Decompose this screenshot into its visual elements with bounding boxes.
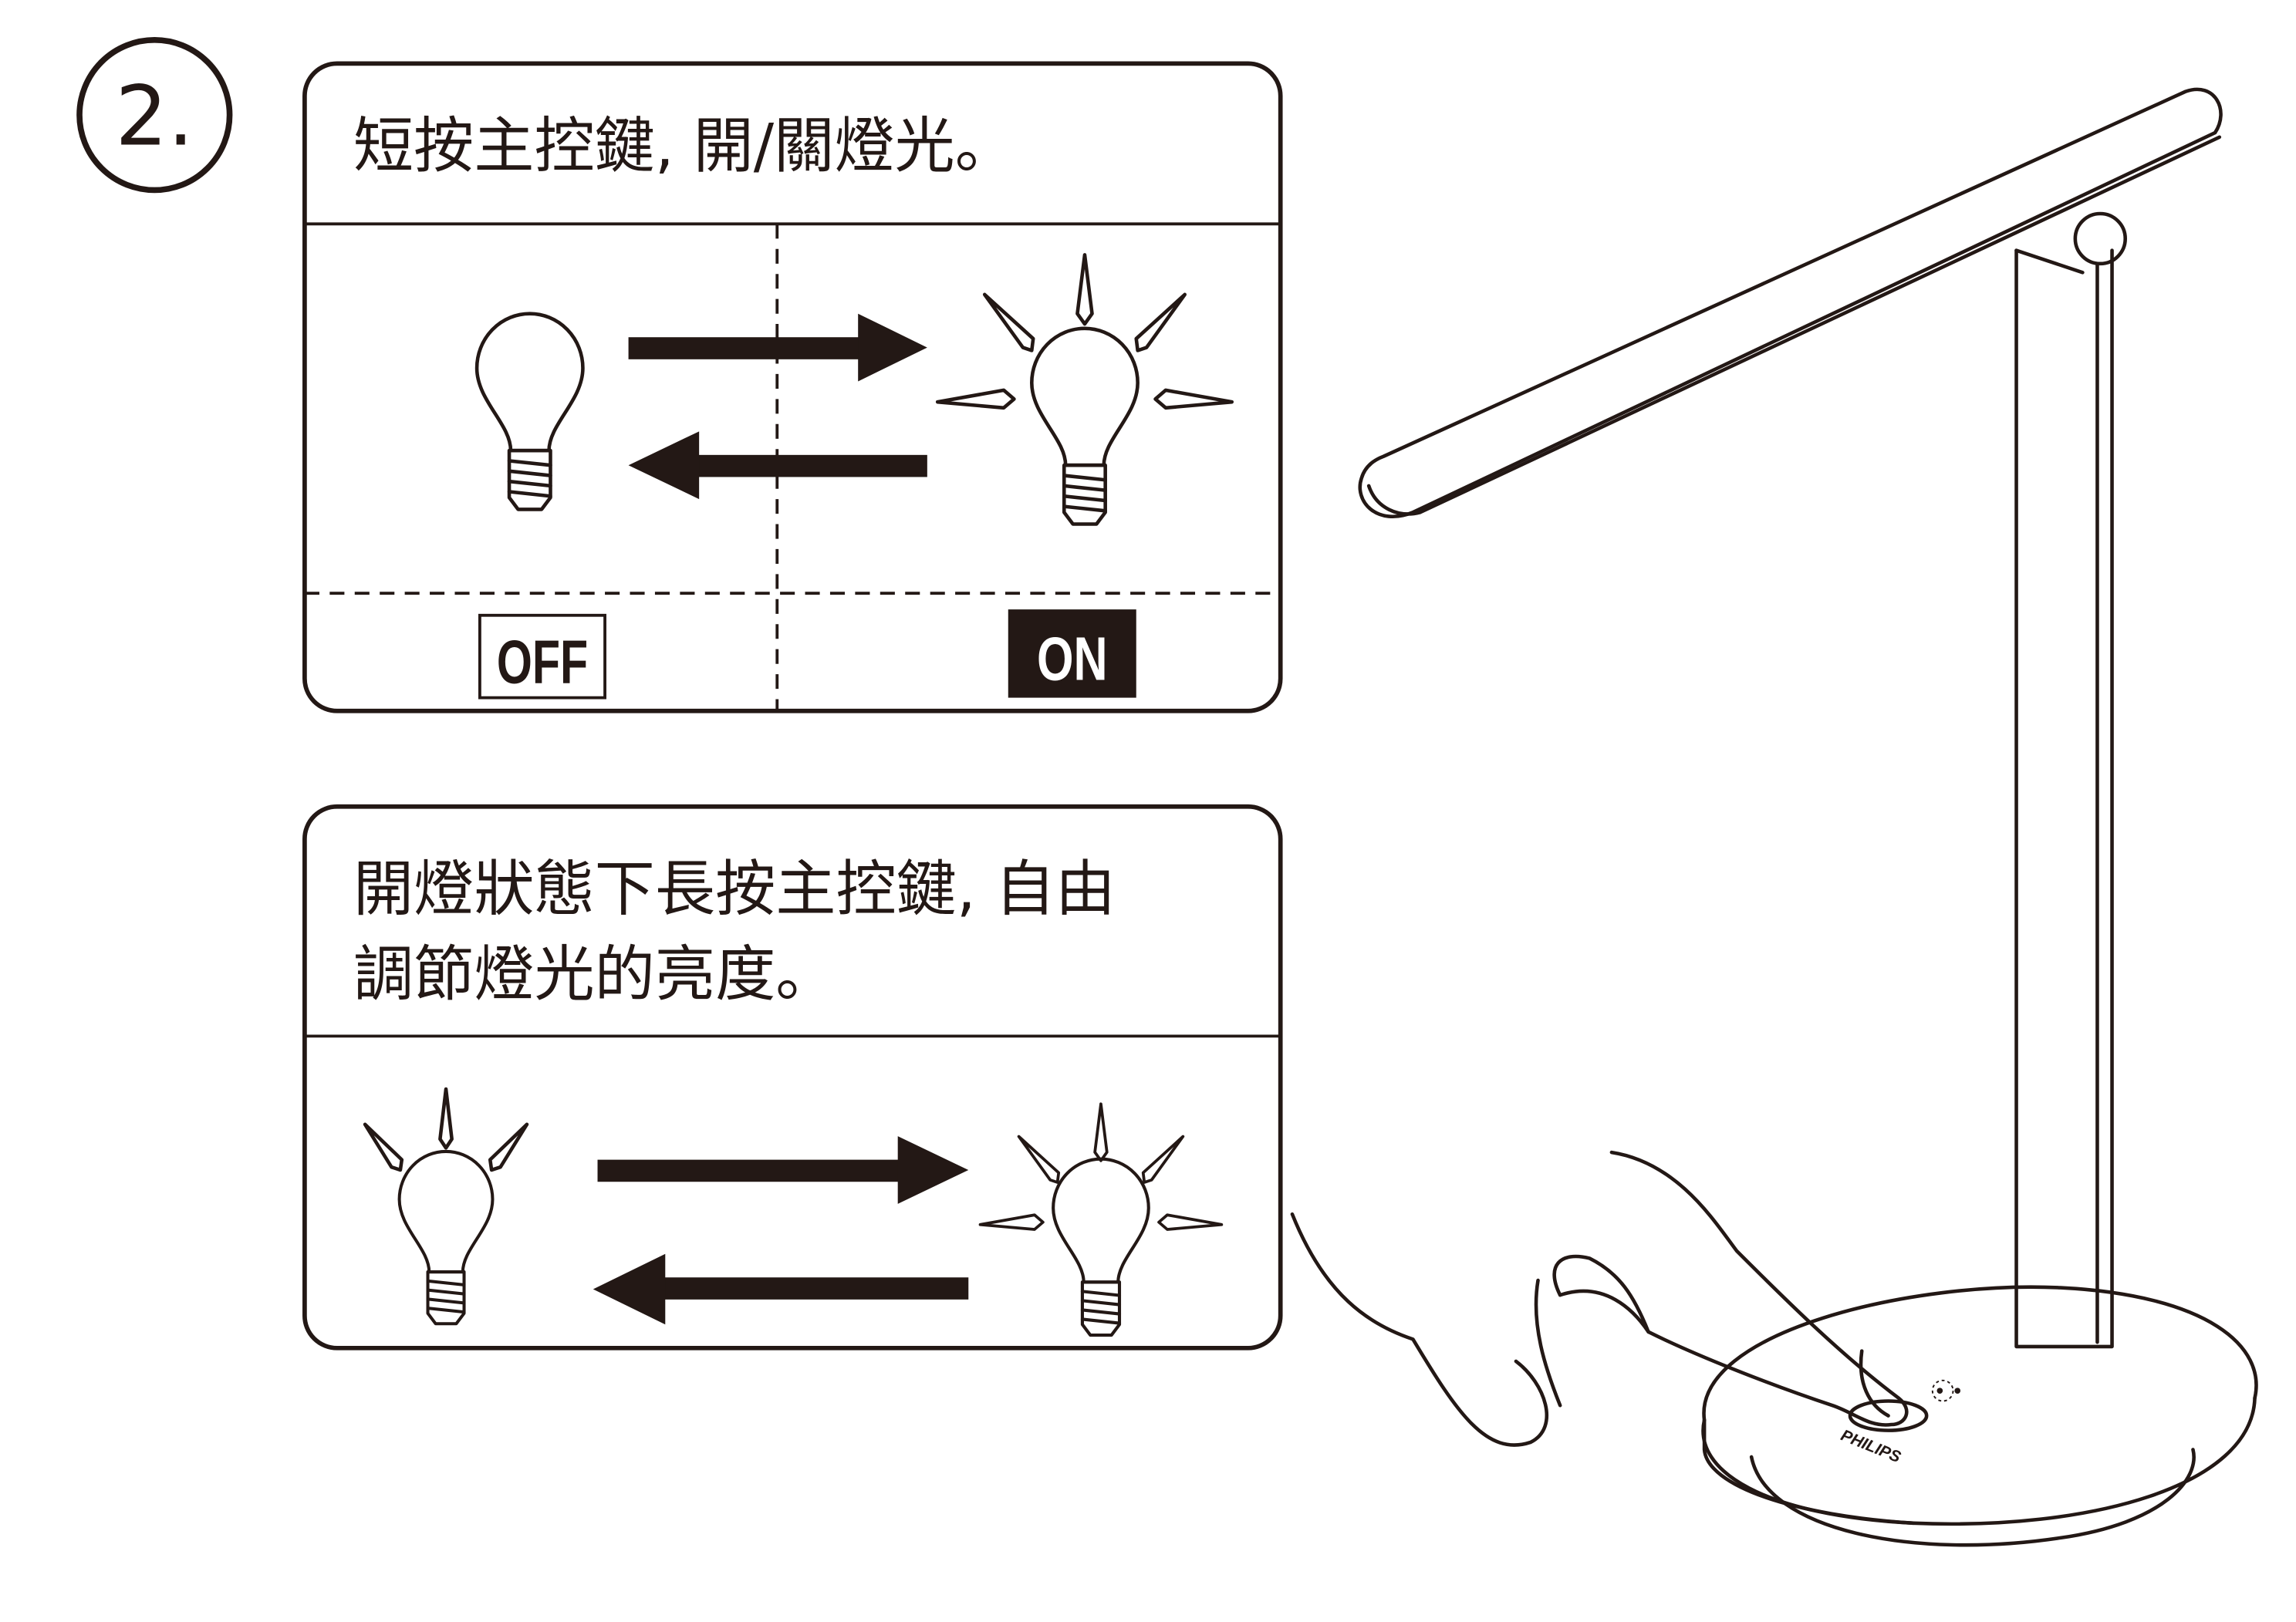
dimming-instruction-line1: 開燈狀態下長按主控鍵, 自由 xyxy=(353,854,1116,924)
arrow-left-icon xyxy=(628,431,927,500)
light-rays-dim-icon xyxy=(365,1089,527,1170)
dimming-panel: 開燈狀態下長按主控鍵, 自由 調節燈光的亮度。 xyxy=(302,804,1283,1351)
lamp-base xyxy=(1701,1285,2258,1547)
off-label: OFF xyxy=(497,627,588,696)
off-label-box xyxy=(478,613,606,700)
on-label: ON xyxy=(1037,624,1108,693)
philips-logo: PHILIPS xyxy=(1838,1426,1903,1466)
light-rays-icon xyxy=(937,255,1232,407)
light-rays-bright-icon xyxy=(978,1102,1224,1231)
main-control-button[interactable] xyxy=(1848,1399,1929,1432)
bulb-on-icon xyxy=(1032,329,1137,524)
toggle-instruction: 短按主控鍵, 開/關燈光。 xyxy=(353,111,1015,181)
desk-lamp-illustration: PHILIPS xyxy=(1290,87,2258,1547)
dimming-instruction-line2: 調節燈光的亮度。 xyxy=(353,939,836,1010)
arrow-dimmer-icon xyxy=(593,1253,969,1325)
step-number: 2. xyxy=(115,69,194,164)
bulb-dim-icon xyxy=(400,1152,493,1324)
toggle-panel: 短按主控鍵, 開/關燈光。 OFF ON xyxy=(302,61,1283,713)
lamp-column xyxy=(2014,248,2114,1349)
arrow-brighter-icon xyxy=(597,1136,969,1204)
bulb-bright-icon xyxy=(1053,1159,1149,1335)
lamp-head xyxy=(1358,87,2223,518)
bulb-off-icon xyxy=(477,314,582,510)
hand-pressing-button xyxy=(1290,1150,1909,1447)
arrow-right-icon xyxy=(628,313,927,382)
step-number-badge: 2. xyxy=(76,37,233,194)
on-label-box xyxy=(1008,609,1136,698)
touch-sensor-icon xyxy=(1931,1379,1961,1402)
